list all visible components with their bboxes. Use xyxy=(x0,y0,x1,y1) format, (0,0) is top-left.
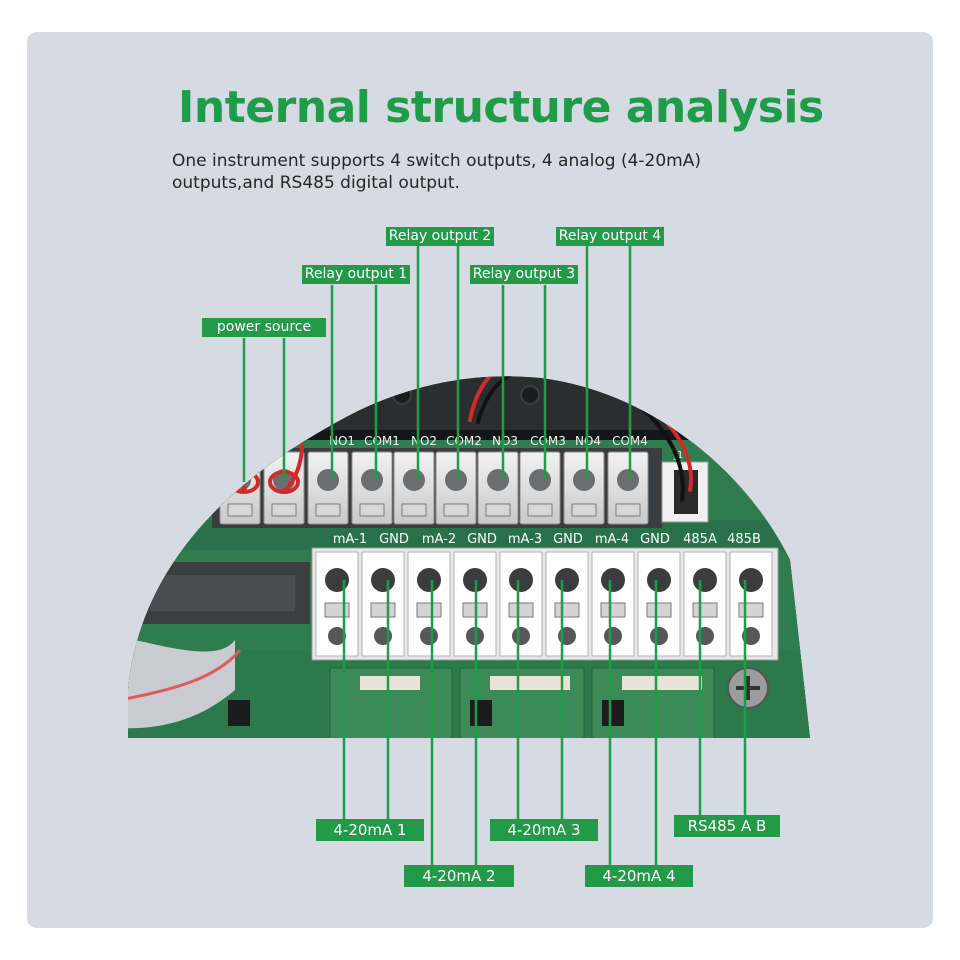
terminal-label-gnd2: GND xyxy=(467,532,497,547)
label-relay-output-3: Relay output 3 xyxy=(470,265,578,284)
page-title: Internal structure analysis xyxy=(178,82,824,133)
terminal-label-com2: COM2 xyxy=(446,434,482,448)
label-relay-output-1: Relay output 1 xyxy=(302,265,410,284)
device-board-photo: NO1 COM1 NO2 COM2 NO3 COM3 NO4 COM4 J1 xyxy=(128,376,810,738)
label-relay-output-2: Relay output 2 xyxy=(386,227,494,246)
leader-lines xyxy=(242,246,747,866)
label-power-source: power source xyxy=(202,318,326,337)
label-4-20ma-2: 4-20mA 2 xyxy=(404,865,514,887)
page-subtitle: One instrument supports 4 switch outputs… xyxy=(172,150,812,194)
ribbon-cable xyxy=(128,562,310,729)
terminal-label-gnd3: GND xyxy=(553,532,583,547)
terminal-label-gnd4: GND xyxy=(640,532,670,547)
label-4-20ma-4: 4-20mA 4 xyxy=(585,865,693,887)
terminal-label-no2: NO2 xyxy=(411,434,437,448)
terminal-label-com1: COM1 xyxy=(364,434,400,448)
terminal-label-ma3: mA-3 xyxy=(508,532,542,547)
label-relay-output-4: Relay output 4 xyxy=(556,227,664,246)
terminal-label-ma2: mA-2 xyxy=(422,532,456,547)
terminal-label-com3: COM3 xyxy=(530,434,566,448)
terminal-label-no1: NO1 xyxy=(329,434,355,448)
j1-connector: J1 xyxy=(661,450,709,523)
terminal-label-ma1: mA-1 xyxy=(333,532,367,547)
subtitle-line-2: outputs,and RS485 digital output. xyxy=(172,173,460,193)
label-4-20ma-1: 4-20mA 1 xyxy=(316,819,424,841)
terminal-label-ma4: mA-4 xyxy=(595,532,629,547)
label-4-20ma-3: 4-20mA 3 xyxy=(490,819,598,841)
terminal-label-485a: 485A xyxy=(683,532,717,547)
analog-rs485-terminal-block: mA-1 GND mA-2 GND mA-3 GND mA-4 GND 485A… xyxy=(311,532,779,661)
terminal-label-485b: 485B xyxy=(727,532,761,547)
relay-terminal-block: NO1 COM1 NO2 COM2 NO3 COM3 NO4 COM4 xyxy=(212,434,662,528)
subtitle-line-1: One instrument supports 4 switch outputs… xyxy=(172,151,702,171)
terminal-label-no3: NO3 xyxy=(492,434,518,448)
terminal-label-gnd1: GND xyxy=(379,532,409,547)
label-rs485-ab: RS485 A B xyxy=(674,815,780,837)
